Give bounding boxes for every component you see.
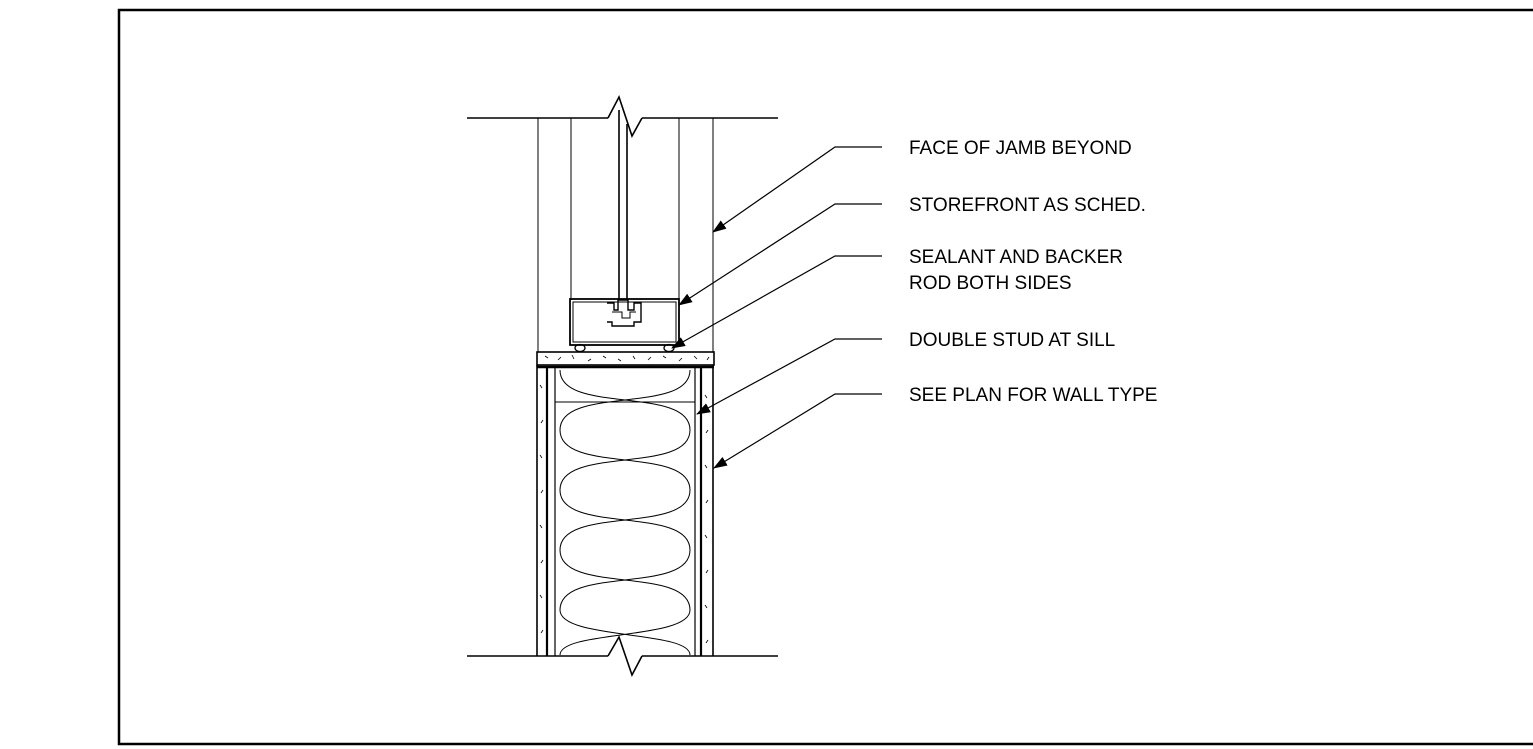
glazing (618, 110, 628, 300)
leader-storefront (678, 203, 882, 306)
callout-storefront: STOREFRONT AS SCHED. (909, 195, 1146, 216)
callout-sealant-backer-rod: SEALANT AND BACKER ROD BOTH SIDES (909, 247, 1128, 294)
sheet-border (117, 8, 1533, 746)
leader-wall-type (713, 393, 882, 469)
sill-plate (536, 351, 715, 369)
sheathing-stipple (539, 384, 709, 644)
callout-wall-type: SEE PLAN FOR WALL TYPE (909, 385, 1157, 406)
leader-lines (671, 146, 882, 469)
jamb-beyond-lines (467, 117, 778, 352)
batt-insulation (559, 369, 691, 656)
leader-double-stud (696, 338, 882, 415)
break-line-top (607, 94, 643, 138)
sill-stipple (544, 354, 710, 362)
break-line-bottom (607, 635, 643, 678)
leader-sealant (671, 255, 882, 349)
callout-double-stud: DOUBLE STUD AT SILL (909, 330, 1115, 351)
wall-section (536, 365, 714, 656)
storefront-frame (569, 298, 680, 346)
leader-face-of-jamb (712, 146, 882, 233)
callout-face-of-jamb: FACE OF JAMB BEYOND (909, 138, 1132, 159)
